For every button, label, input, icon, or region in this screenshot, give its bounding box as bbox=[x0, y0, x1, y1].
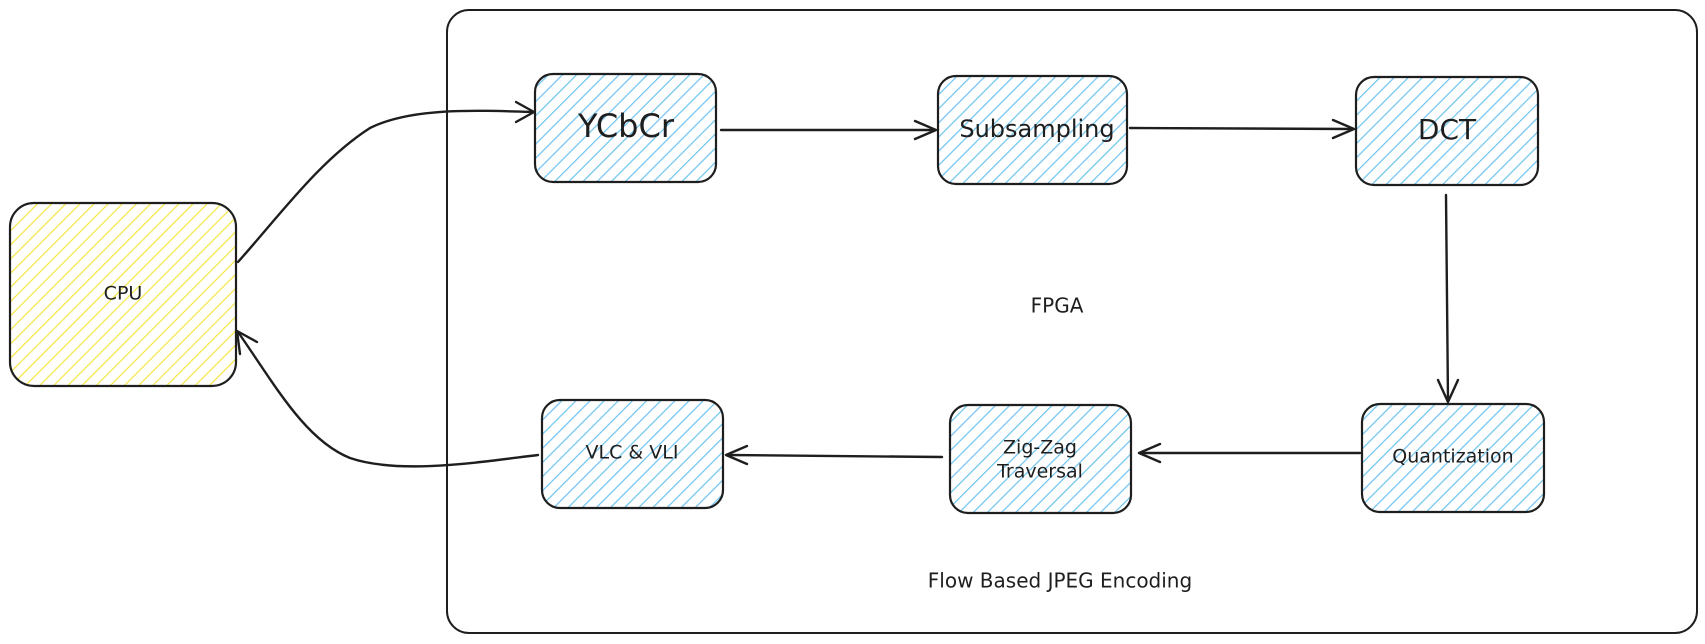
dct-label: DCT bbox=[1418, 113, 1477, 146]
fpga-container bbox=[446, 9, 1698, 634]
quantization-label: Quantization bbox=[1392, 446, 1513, 468]
arrowhead-zigzag bbox=[1137, 442, 1162, 464]
container-caption: Flow Based JPEG Encoding bbox=[928, 569, 1192, 593]
node-vlc: VLC & VLI bbox=[540, 398, 725, 510]
ycbcr-label: YCbCr bbox=[577, 107, 675, 145]
arrowhead-subsampling bbox=[913, 119, 938, 141]
edges bbox=[235, 100, 1460, 468]
arrowhead-dct bbox=[1331, 118, 1356, 140]
vlc-box bbox=[540, 398, 725, 510]
subsampling-box bbox=[936, 74, 1129, 186]
cpu-box bbox=[8, 201, 238, 388]
subsampling-label: Subsampling bbox=[959, 115, 1114, 143]
edge-cpu-to-ycbcr bbox=[236, 109, 535, 264]
edge-vlc-to-cpu bbox=[236, 330, 540, 468]
arrowhead-quantization bbox=[1436, 378, 1460, 404]
edge-dct-to-quantization bbox=[1444, 193, 1450, 403]
node-cpu: CPU bbox=[8, 201, 238, 388]
zigzag-label-line2: Traversal bbox=[996, 461, 1083, 483]
node-quantization: Quantization bbox=[1360, 402, 1546, 514]
node-zigzag: Zig-Zag Traversal bbox=[948, 403, 1133, 515]
dct-box bbox=[1354, 75, 1540, 187]
zigzag-box bbox=[948, 403, 1133, 515]
fpga-title: FPGA bbox=[1031, 294, 1084, 318]
node-ycbcr: YCbCr bbox=[533, 72, 718, 184]
quantization-box bbox=[1360, 402, 1546, 514]
arrowhead-vlc bbox=[724, 444, 749, 466]
ycbcr-box bbox=[533, 72, 718, 184]
cpu-label: CPU bbox=[104, 283, 143, 305]
edge-zigzag-to-vlc bbox=[725, 453, 944, 459]
zigzag-label-line1: Zig-Zag bbox=[1003, 437, 1077, 459]
node-subsampling: Subsampling bbox=[936, 74, 1129, 186]
node-dct: DCT bbox=[1354, 75, 1540, 187]
vlc-label: VLC & VLI bbox=[586, 442, 679, 464]
edge-subsampling-to-dct bbox=[1128, 126, 1355, 131]
